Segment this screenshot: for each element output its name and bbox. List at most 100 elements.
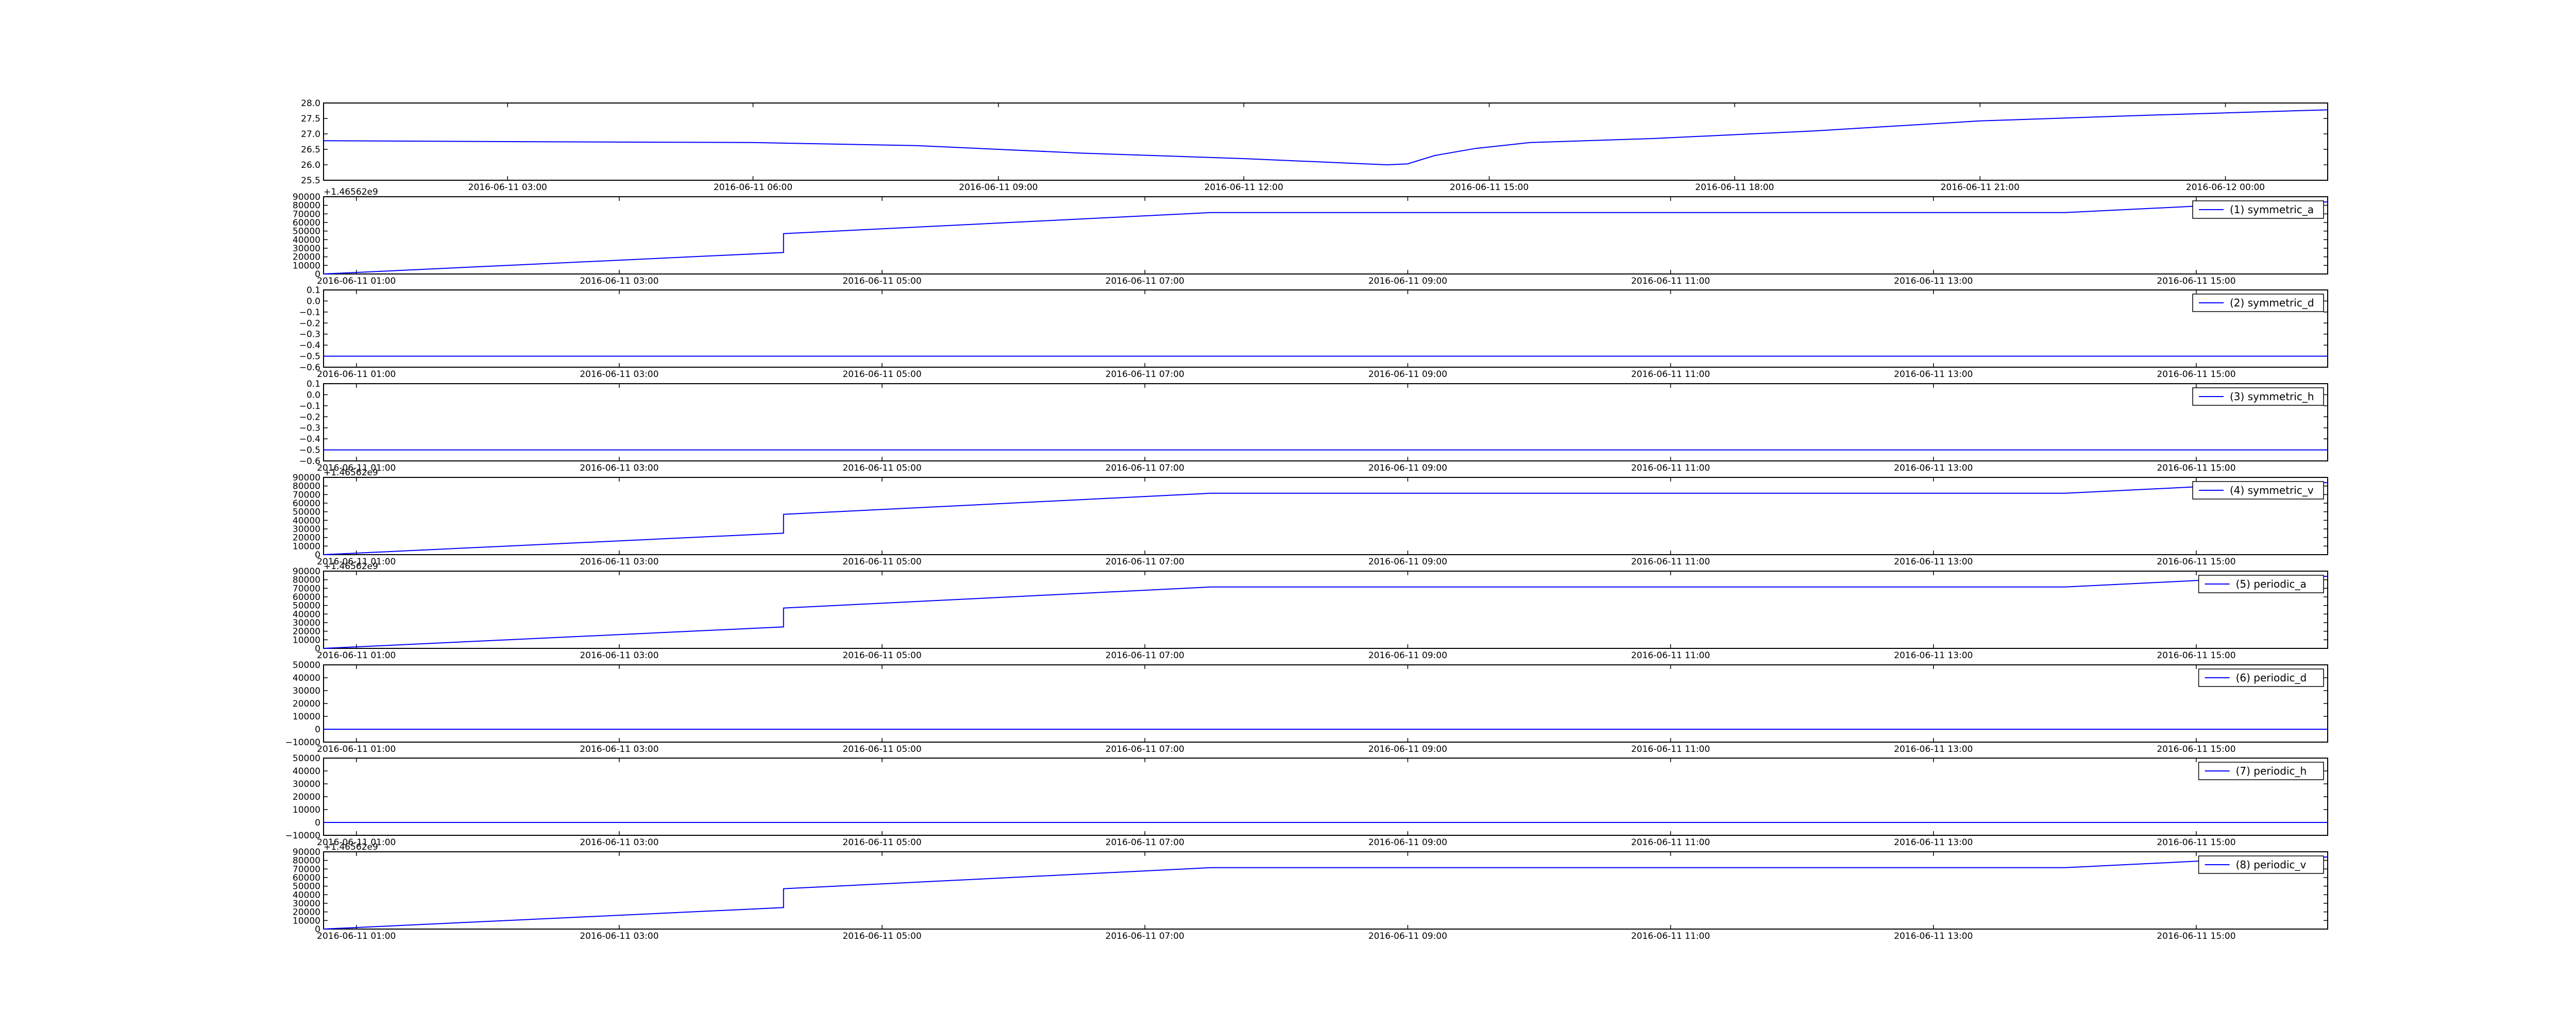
x-tick-label: 2016-06-11 01:00 — [317, 931, 396, 941]
legend-label: (3) symmetric_h — [2230, 390, 2314, 403]
y-tick-label: −0.3 — [299, 423, 320, 434]
x-tick-label: 2016-06-11 21:00 — [1941, 182, 2020, 193]
x-tick-label: 2016-06-11 11:00 — [1631, 276, 1710, 286]
subplot-8: −10000010000200003000040000500002016-06-… — [285, 753, 2328, 848]
y-tick-label: 40000 — [293, 766, 320, 777]
y-tick-label: 90000 — [293, 847, 320, 857]
x-tick-label: 2016-06-11 09:00 — [1368, 463, 1447, 473]
x-tick-label: 2016-06-11 05:00 — [842, 744, 921, 754]
axes-frame — [323, 102, 2328, 181]
x-tick-label: 2016-06-11 13:00 — [1894, 931, 1973, 941]
x-tick-label: 2016-06-11 15:00 — [2157, 463, 2235, 473]
y-tick-label: −0.6 — [299, 363, 320, 373]
x-tick-label: 2016-06-11 09:00 — [959, 182, 1038, 193]
y-tick-label: −0.4 — [299, 340, 320, 351]
y-tick-label: 20000 — [293, 533, 320, 543]
y-tick-label: 10000 — [293, 635, 320, 645]
y-offset-label: +1.46562e9 — [324, 561, 378, 572]
y-tick-label: −0.1 — [299, 401, 320, 411]
subplot-6: 0100002000030000400005000060000700008000… — [293, 561, 2328, 661]
subplot-9: 0100002000030000400005000060000700008000… — [293, 842, 2328, 941]
y-tick-label: 26.0 — [301, 160, 320, 170]
x-tick-label: 2016-06-11 12:00 — [1205, 182, 1283, 193]
x-tick-label: 2016-06-11 09:00 — [1368, 837, 1447, 848]
x-tick-label: 2016-06-11 05:00 — [842, 931, 921, 941]
x-tick-label: 2016-06-11 13:00 — [1894, 744, 1973, 754]
y-tick-label: 0 — [315, 818, 320, 828]
y-tick-label: 80000 — [293, 575, 320, 586]
x-tick-label: 2016-06-11 05:00 — [842, 837, 921, 848]
y-tick-label: −0.5 — [299, 445, 320, 456]
legend-label: (8) periodic_v — [2236, 859, 2307, 871]
y-tick-label: 0 — [315, 550, 320, 560]
axes-frame — [323, 571, 2328, 649]
y-tick-label: 20000 — [293, 792, 320, 802]
y-tick-label: 60000 — [293, 592, 320, 603]
y-tick-label: −0.3 — [299, 330, 320, 340]
y-tick-label: −0.1 — [299, 307, 320, 318]
x-tick-label: 2016-06-11 03:00 — [580, 369, 658, 380]
y-tick-label: 30000 — [293, 244, 320, 254]
y-tick-label: 0 — [315, 644, 320, 654]
y-offset-label: +1.46562e9 — [324, 842, 378, 852]
x-tick-label: 2016-06-11 15:00 — [2157, 837, 2235, 848]
subplot-4: −0.6−0.5−0.4−0.3−0.2−0.10.00.12016-06-11… — [299, 379, 2328, 473]
y-tick-label: 0 — [315, 924, 320, 935]
x-tick-label: 2016-06-11 15:00 — [2157, 931, 2235, 941]
y-tick-label: 28.0 — [301, 98, 320, 109]
y-tick-label: 10000 — [293, 541, 320, 552]
y-tick-label: 60000 — [293, 873, 320, 883]
y-tick-label: −0.2 — [299, 412, 320, 422]
x-tick-label: 2016-06-11 15:00 — [1450, 182, 1529, 193]
axes-frame — [323, 383, 2328, 461]
y-tick-label: −0.2 — [299, 318, 320, 329]
y-tick-label: 50000 — [293, 882, 320, 892]
y-tick-label: 30000 — [293, 686, 320, 696]
x-tick-label: 2016-06-11 18:00 — [1695, 182, 1774, 193]
y-tick-label: 40000 — [293, 609, 320, 620]
y-tick-label: −0.4 — [299, 434, 320, 444]
axes-frame — [323, 851, 2328, 930]
y-tick-label: 0.0 — [307, 390, 320, 400]
y-tick-label: 20000 — [293, 699, 320, 709]
y-tick-label: 80000 — [293, 201, 320, 211]
x-tick-label: 2016-06-11 07:00 — [1106, 744, 1184, 754]
y-tick-label: 30000 — [293, 618, 320, 628]
y-tick-label: 20000 — [293, 627, 320, 637]
x-tick-label: 2016-06-11 01:00 — [317, 276, 396, 286]
x-tick-label: 2016-06-11 13:00 — [1894, 837, 1973, 848]
x-tick-label: 2016-06-11 03:00 — [580, 744, 658, 754]
x-tick-label: 2016-06-11 15:00 — [2157, 650, 2235, 661]
y-tick-label: 40000 — [293, 890, 320, 900]
y-tick-label: 60000 — [293, 499, 320, 509]
legend-label: (4) symmetric_v — [2230, 484, 2314, 496]
y-tick-label: 50000 — [293, 601, 320, 611]
x-tick-label: 2016-06-11 09:00 — [1368, 650, 1447, 661]
y-tick-label: 90000 — [293, 473, 320, 483]
x-tick-label: 2016-06-11 11:00 — [1631, 837, 1710, 848]
x-tick-label: 2016-06-11 09:00 — [1368, 369, 1447, 380]
x-tick-label: 2016-06-11 05:00 — [842, 276, 921, 286]
x-tick-label: 2016-06-11 05:00 — [842, 463, 921, 473]
x-tick-label: 2016-06-11 13:00 — [1894, 463, 1973, 473]
x-tick-label: 2016-06-11 03:00 — [580, 837, 658, 848]
y-tick-label: 50000 — [293, 227, 320, 237]
x-tick-label: 2016-06-11 11:00 — [1631, 744, 1710, 754]
y-tick-label: 70000 — [293, 864, 320, 874]
y-tick-label: 10000 — [293, 261, 320, 271]
legend: (4) symmetric_v — [2192, 481, 2324, 500]
legend-label: (7) periodic_h — [2236, 765, 2307, 777]
axes-frame — [323, 289, 2328, 368]
series-line — [323, 109, 2328, 166]
y-tick-label: 80000 — [293, 856, 320, 866]
y-tick-label: 0 — [315, 725, 320, 735]
y-tick-label: 80000 — [293, 482, 320, 492]
x-tick-label: 2016-06-11 05:00 — [842, 557, 921, 567]
y-tick-label: 40000 — [293, 235, 320, 245]
y-tick-label: 90000 — [293, 566, 320, 577]
y-tick-label: 50000 — [293, 753, 320, 764]
x-tick-label: 2016-06-11 09:00 — [1368, 744, 1447, 754]
subplot-3: −0.6−0.5−0.4−0.3−0.2−0.10.00.12016-06-11… — [299, 285, 2328, 380]
